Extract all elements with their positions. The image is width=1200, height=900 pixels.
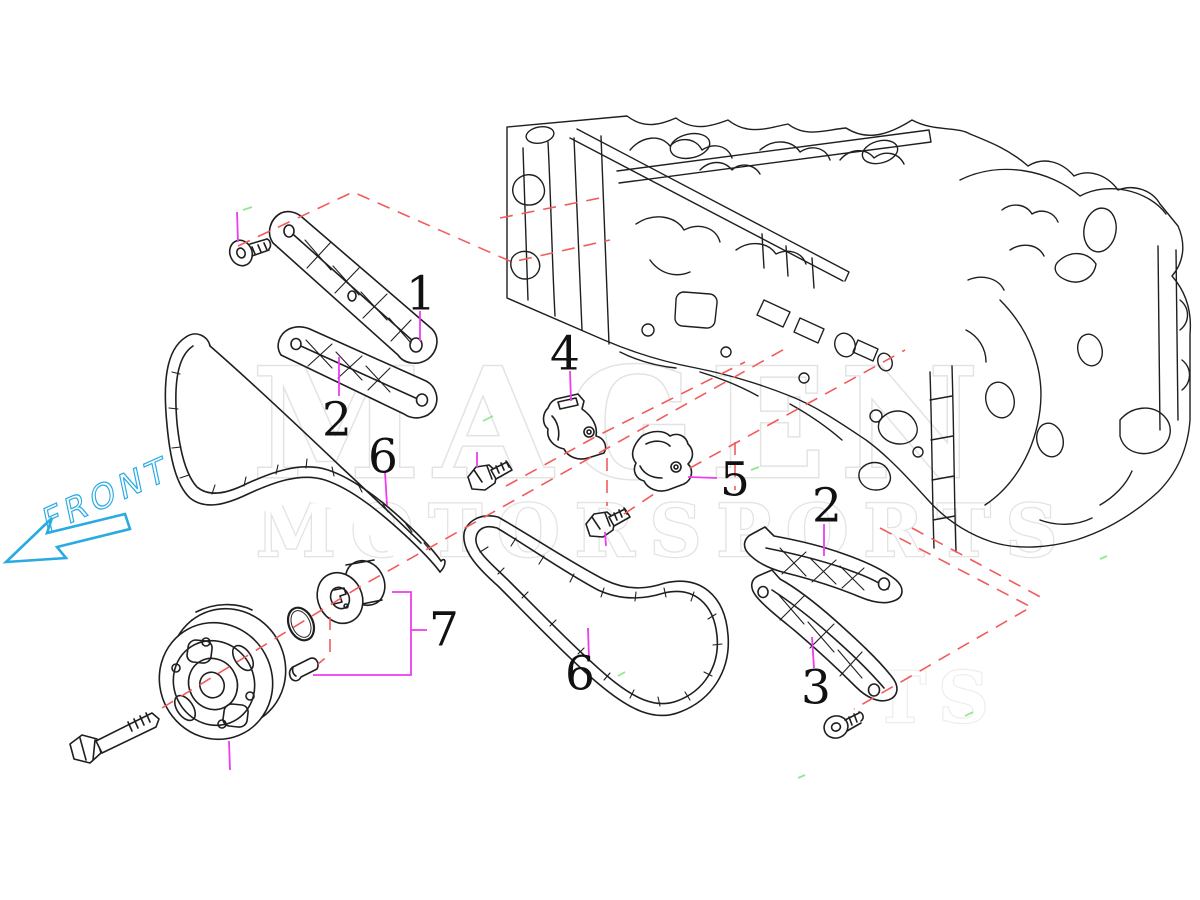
callout-1: 1 (406, 266, 436, 322)
callout-6-left: 6 (368, 429, 398, 485)
callout-4: 4 (550, 326, 580, 382)
leader-bolt-a (236, 211, 239, 243)
bolt-guide-3 (823, 711, 864, 739)
leader-3 (811, 636, 815, 669)
leader-7-bracket (313, 591, 427, 676)
callout-leader-lines (228, 211, 825, 771)
callout-7: 7 (429, 602, 459, 658)
front-arrow-label: FRONT (39, 447, 173, 542)
crank-pulley (158, 603, 287, 741)
bolt-tensioner-5 (585, 507, 631, 538)
leader-4 (569, 370, 572, 402)
assembly-dashed-lines (161, 191, 1047, 710)
dashed-chevron-right-2 (911, 527, 1047, 601)
leader-6-bottom (587, 627, 590, 661)
leader-5 (687, 476, 718, 479)
callout-5: 5 (720, 452, 750, 508)
dashed-tensioner5-line (689, 349, 906, 469)
callout-6-bottom: 6 (565, 646, 595, 702)
chain-guide-2-right (743, 526, 903, 604)
parts-art (69, 210, 903, 764)
leader-bolt-c (604, 531, 607, 547)
chain-tensioner-4 (542, 393, 607, 460)
dowel-pin (288, 657, 319, 682)
leader-6-left (384, 471, 388, 506)
leader-pulley (228, 740, 231, 771)
bolt-guide-1 (228, 238, 272, 267)
timing-chain-left (152, 330, 446, 593)
green-accent-ticks (242, 206, 1108, 779)
callout-2-right: 2 (812, 478, 842, 534)
engine-block-art (506, 115, 1192, 553)
front-direction-arrow (2, 512, 132, 564)
dashed-sprocket-elbow (317, 617, 331, 665)
callout-3: 3 (801, 660, 831, 716)
dashed-crank-axis (161, 346, 789, 709)
o-ring (286, 606, 316, 642)
dashed-boltC-line (623, 489, 661, 515)
crank-bolt (69, 712, 160, 764)
dashed-bolt4-line (505, 361, 746, 487)
chain-guide-3-right (750, 569, 898, 702)
callout-2-left: 2 (322, 392, 352, 448)
bolt-tensioner-4 (467, 460, 513, 491)
chain-guide-2-left (277, 326, 438, 419)
chain-tensioner-5 (631, 430, 694, 492)
dashed-chevron-right-1 (853, 527, 1033, 710)
dashed-upper-short (499, 197, 601, 219)
timing-chain-center (463, 515, 730, 717)
chain-guide-1 (268, 210, 438, 364)
